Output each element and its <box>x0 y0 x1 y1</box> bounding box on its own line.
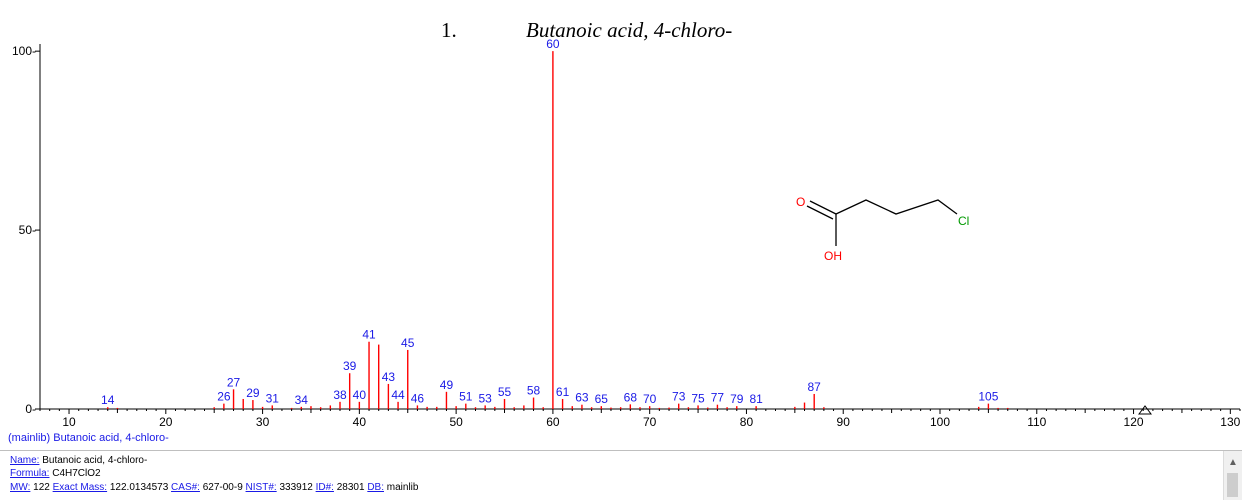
peak-label: 38 <box>333 388 347 402</box>
peak-label: 26 <box>217 390 231 404</box>
peak-label: 60 <box>546 37 560 51</box>
x-tick-label: 80 <box>740 415 754 429</box>
spectrum-title: 1. Butanoic acid, 4-chloro- <box>0 14 1242 44</box>
x-tick-label: 110 <box>1027 415 1046 429</box>
x-tick-label: 50 <box>449 415 463 429</box>
info-id-label[interactable]: ID#: <box>315 482 334 493</box>
info-name-value: Butanoic acid, 4-chloro- <box>39 455 148 466</box>
info-exact-mass-value: 122.0134573 <box>107 482 172 493</box>
peak-label: 53 <box>478 391 492 405</box>
info-name-row: Name: Butanoic acid, 4-chloro- <box>10 455 147 466</box>
peak-label: 87 <box>808 380 822 394</box>
peak-label: 75 <box>691 391 705 405</box>
spectrum-title-number: 1. <box>441 18 457 42</box>
scrollbar-thumb[interactable] <box>1227 473 1238 497</box>
spectrum-title-name: Butanoic acid, 4-chloro- <box>526 18 733 42</box>
peak-label: 14 <box>101 393 115 407</box>
x-tick-label: 30 <box>256 415 270 429</box>
info-mw-value: 122 <box>30 482 53 493</box>
structure-hydroxyl: OH <box>824 249 842 263</box>
info-id-value: 28301 <box>333 482 368 493</box>
peak-label: 70 <box>643 392 657 406</box>
structure-skeleton <box>835 199 958 215</box>
peak-label: 63 <box>575 391 589 405</box>
peak-label: 27 <box>227 375 241 389</box>
peak-label: 65 <box>595 392 609 406</box>
library-caption: (mainlib) Butanoic acid, 4-chloro- <box>8 432 169 444</box>
scroll-up-arrow-icon[interactable]: ▲ <box>1228 457 1238 468</box>
y-tick-label: 0- <box>25 402 36 416</box>
molecule-structure: O OH Cl <box>796 195 969 263</box>
y-tick-label: 50- <box>19 223 36 237</box>
info-exact-mass-label[interactable]: Exact Mass: <box>52 482 108 493</box>
structure-co-bond-2 <box>806 205 834 220</box>
y-tick-label: 100- <box>12 44 36 58</box>
peak-label: 41 <box>362 328 376 342</box>
x-tick-label: 60 <box>546 415 560 429</box>
structure-carbonyl-oxygen: O <box>796 195 805 209</box>
peak-label: 105 <box>978 390 998 404</box>
peak-label: 44 <box>391 388 405 402</box>
info-scrollbar[interactable]: ▲ <box>1223 451 1242 500</box>
info-formula-label[interactable]: Formula: <box>10 468 50 479</box>
chart-peaks <box>107 51 1009 409</box>
peak-label: 73 <box>672 390 686 404</box>
info-name-label[interactable]: Name: <box>10 455 40 466</box>
x-tick-label: 10 <box>62 415 76 429</box>
x-tick-label: 120 <box>1124 415 1144 429</box>
info-mw-label[interactable]: MW: <box>10 482 31 493</box>
peak-label: 49 <box>440 378 454 392</box>
chart-axes: 10 20 30 40 50 60 70 80 90 100 110 120 130 0- 50- 100- <box>12 44 1241 429</box>
x-tick-label: 130 <box>1220 415 1240 429</box>
compound-info-panel: Name: Butanoic acid, 4-chloro- Formula: … <box>0 450 1242 500</box>
peak-label: 58 <box>527 384 541 398</box>
peak-label: 39 <box>343 359 357 373</box>
info-nist-label[interactable]: NIST#: <box>245 482 277 493</box>
info-db-value: mainlib <box>384 482 419 493</box>
peak-label: 77 <box>711 391 725 405</box>
structure-co-bond-1 <box>809 200 837 215</box>
peak-label: 79 <box>730 392 744 406</box>
peak-label: 34 <box>295 393 309 407</box>
peak-label: 68 <box>624 390 638 404</box>
info-nist-value: 333912 <box>276 482 316 493</box>
peak-label: 31 <box>266 391 280 405</box>
peak-label: 81 <box>749 392 763 406</box>
peak-label: 45 <box>401 336 415 350</box>
axis-cursor-marker-icon[interactable] <box>1138 405 1152 415</box>
info-cas-label[interactable]: CAS#: <box>171 482 200 493</box>
x-tick-label: 40 <box>353 415 367 429</box>
x-tick-label: 100 <box>930 415 950 429</box>
info-formula-row: Formula: C4H7ClO2 <box>10 468 101 479</box>
peak-label: 46 <box>411 391 425 405</box>
structure-chlorine: Cl <box>958 214 969 228</box>
peak-label: 29 <box>246 386 260 400</box>
peak-label: 40 <box>353 388 367 402</box>
peak-label: 43 <box>382 370 396 384</box>
x-tick-label: 90 <box>837 415 851 429</box>
info-db-label[interactable]: DB: <box>367 482 384 493</box>
peak-label: 55 <box>498 385 512 399</box>
x-tick-label: 70 <box>643 415 657 429</box>
x-tick-label: 20 <box>159 415 173 429</box>
peak-label: 51 <box>459 390 473 404</box>
info-cas-value: 627-00-9 <box>199 482 246 493</box>
info-mass-row: MW: 122 Exact Mass: 122.0134573 CAS#: 62… <box>10 482 418 493</box>
info-formula-value: C4H7ClO2 <box>49 468 101 479</box>
peak-label: 61 <box>556 385 570 399</box>
